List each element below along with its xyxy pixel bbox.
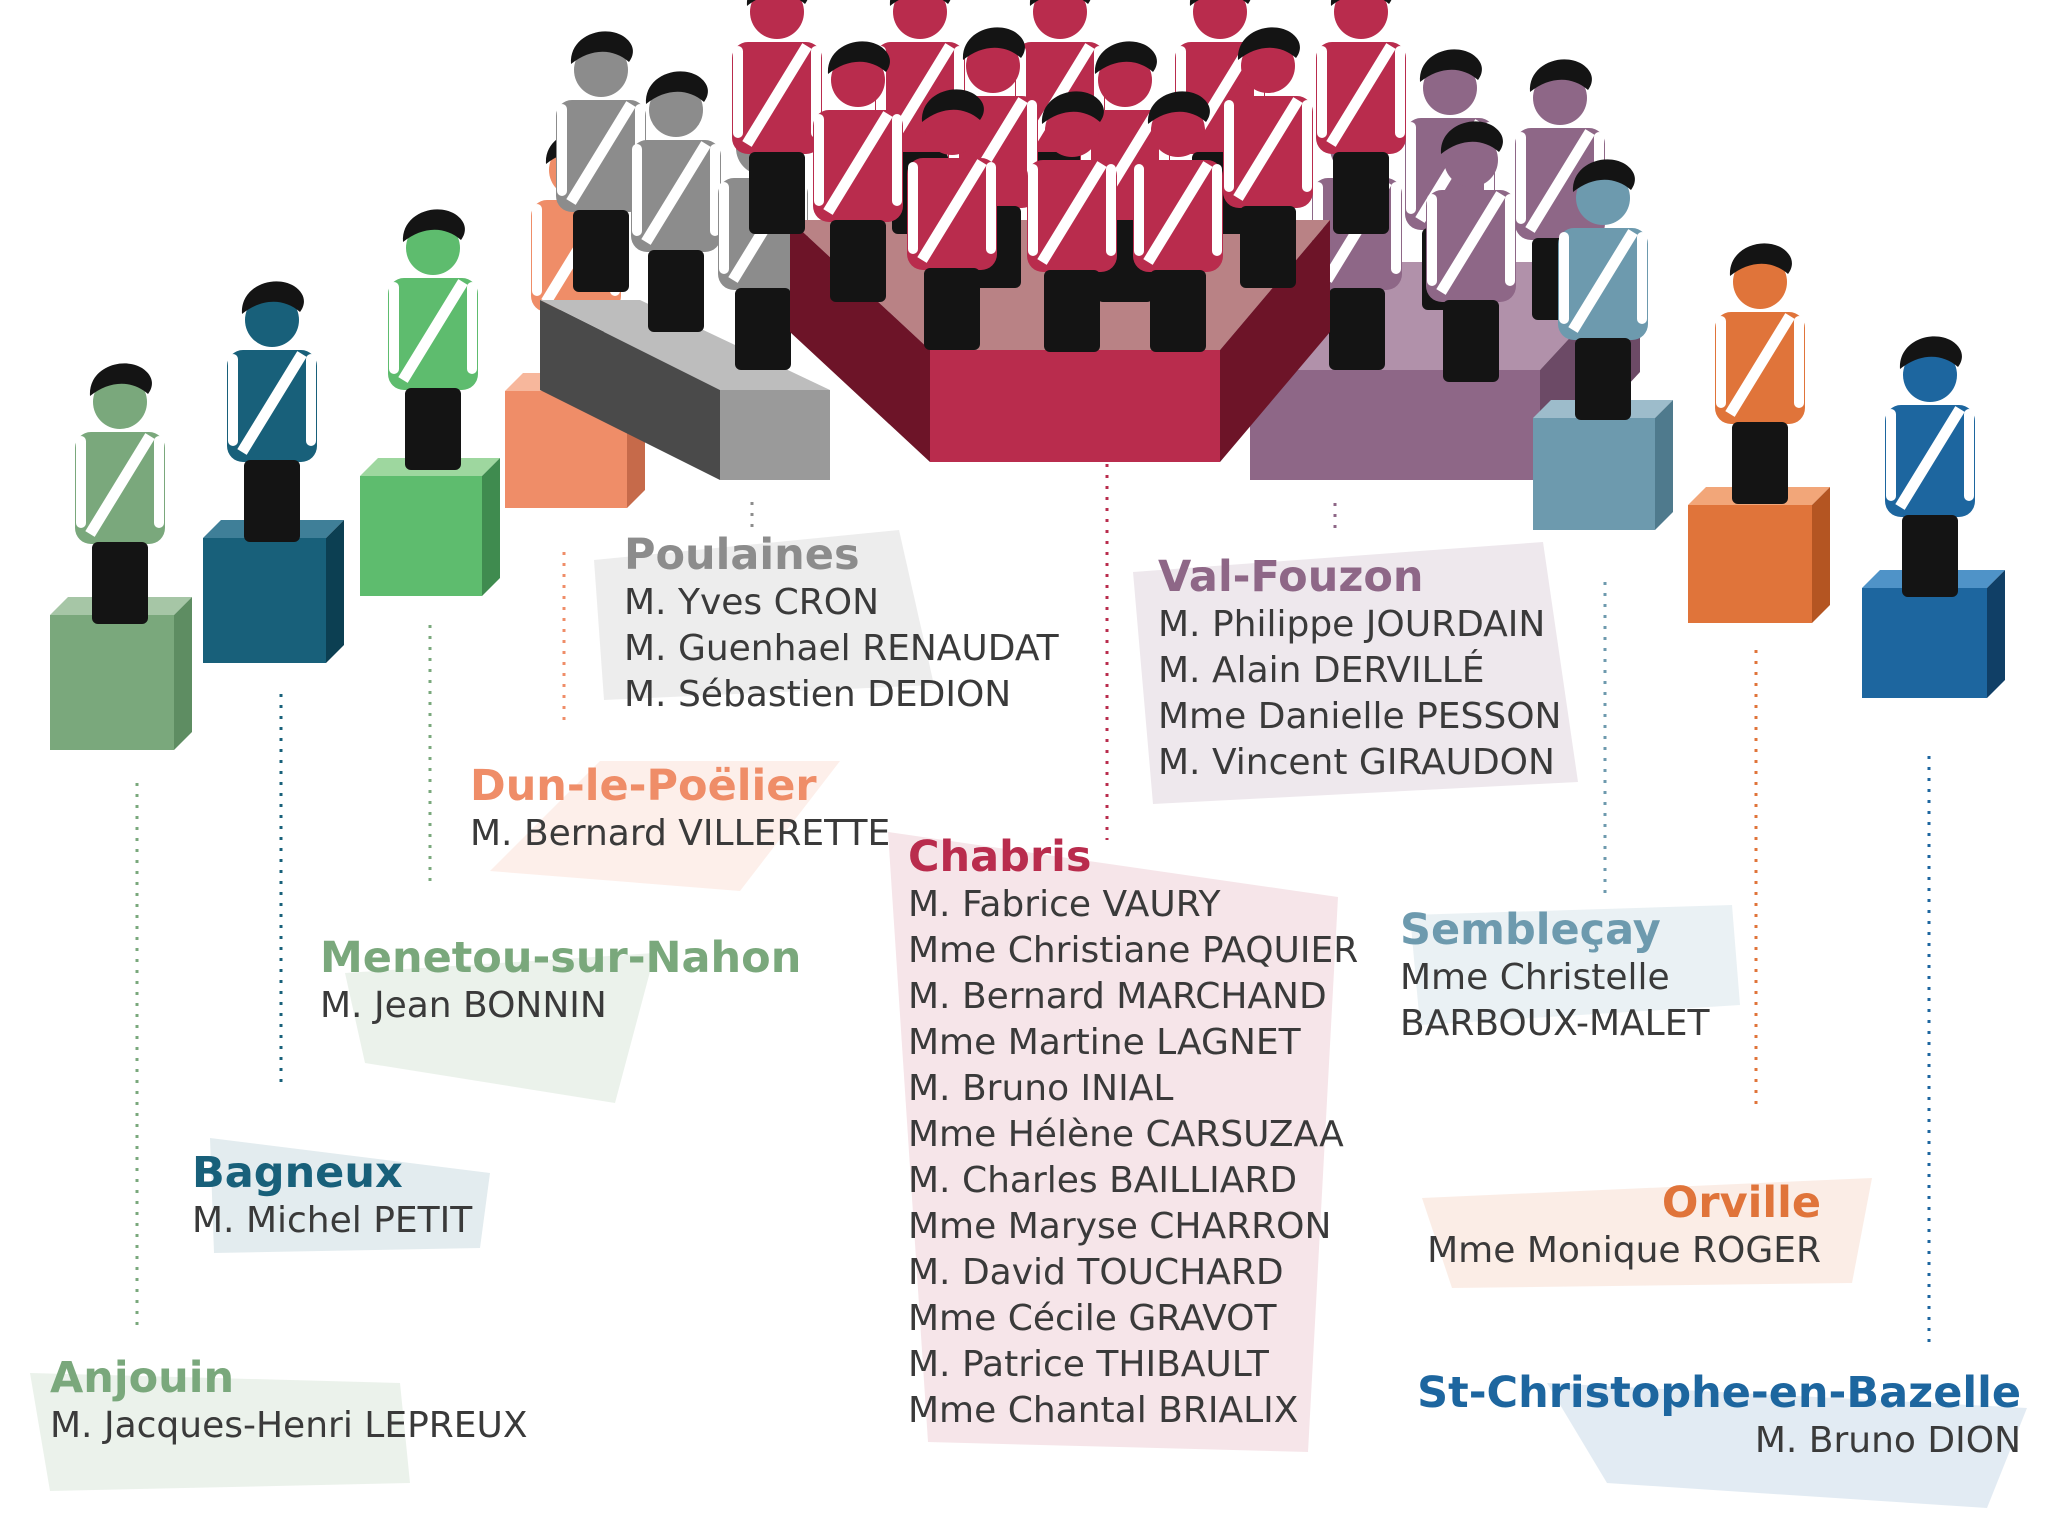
cube-menetou bbox=[360, 209, 500, 596]
group-title: Chabris bbox=[908, 832, 1092, 882]
platform-chabris bbox=[732, 0, 1406, 462]
group-semblecay: Sembleçay Mme Christelle BARBOUX-MALET bbox=[1400, 905, 1740, 1047]
member-name: Mme Maryse CHARRON bbox=[908, 1206, 1332, 1247]
member-name: M. Michel PETIT bbox=[192, 1200, 473, 1241]
group-chabris: Chabris M. Fabrice VAURY Mme Christiane … bbox=[888, 832, 1359, 1452]
label-background bbox=[1133, 542, 1578, 804]
label-background bbox=[1422, 1178, 1873, 1288]
group-poulaines: Poulaines M. Yves CRON M. Guenhael RENAU… bbox=[594, 530, 1059, 718]
cube-orville bbox=[1688, 243, 1830, 623]
member-name: M. Jacques-Henri LEPREUX bbox=[50, 1405, 528, 1446]
group-title: Dun-le-Poëlier bbox=[470, 761, 817, 811]
member-name: M. Fabrice VAURY bbox=[908, 884, 1221, 925]
group-menetou: Menetou-sur-Nahon M. Jean BONNIN bbox=[320, 933, 802, 1103]
label-background bbox=[30, 1373, 410, 1491]
member-name: M. Bernard MARCHAND bbox=[908, 976, 1327, 1017]
member-name: M. Philippe JOURDAIN bbox=[1158, 604, 1546, 645]
group-title: Sembleçay bbox=[1400, 905, 1661, 955]
member-name: M. Bruno DION bbox=[1754, 1420, 2021, 1461]
member-name: M. Alain DERVILLÉ bbox=[1158, 650, 1485, 691]
label-background bbox=[594, 530, 934, 700]
cube-anjouin bbox=[50, 363, 192, 750]
label-background bbox=[490, 761, 840, 891]
member-name: M. Jean BONNIN bbox=[320, 985, 607, 1026]
member-name: M. Sébastien DEDION bbox=[624, 674, 1012, 715]
member-name: M. Bruno INIAL bbox=[908, 1068, 1174, 1109]
cube-bagneux bbox=[203, 281, 344, 663]
leader-lines bbox=[135, 464, 1931, 1345]
group-dun: Dun-le-Poëlier M. Bernard VILLERETTE bbox=[470, 761, 891, 891]
group-title: Orville bbox=[1661, 1178, 1821, 1228]
cube-semblecay bbox=[1533, 159, 1673, 530]
member-name: M. Guenhael RENAUDAT bbox=[624, 628, 1059, 669]
member-name: BARBOUX-MALET bbox=[1400, 1003, 1710, 1044]
label-background bbox=[345, 953, 655, 1103]
group-anjouin: Anjouin M. Jacques-Henri LEPREUX bbox=[30, 1353, 528, 1491]
member-name: Mme Martine LAGNET bbox=[908, 1022, 1301, 1063]
label-background bbox=[1410, 905, 1740, 1025]
member-name: M. David TOUCHARD bbox=[908, 1252, 1284, 1293]
member-name: Mme Hélène CARSUZAA bbox=[908, 1114, 1344, 1155]
member-name: Mme Christiane PAQUIER bbox=[908, 930, 1359, 971]
member-name: Mme Monique ROGER bbox=[1427, 1230, 1821, 1271]
group-bagneux: Bagneux M. Michel PETIT bbox=[192, 1138, 490, 1253]
member-name: Mme Christelle bbox=[1400, 957, 1670, 998]
member-name: Mme Chantal BRIALIX bbox=[908, 1390, 1299, 1431]
cube-stchristophe bbox=[1862, 336, 2005, 698]
group-stchristophe: St-Christophe-en-Bazelle M. Bruno DION bbox=[1417, 1368, 2028, 1508]
member-name: M. Patrice THIBAULT bbox=[908, 1344, 1269, 1385]
group-valfouzon: Val-Fouzon M. Philippe JOURDAIN M. Alain… bbox=[1133, 542, 1578, 804]
member-name: Mme Cécile GRAVOT bbox=[908, 1298, 1277, 1339]
group-orville: Orville Mme Monique ROGER bbox=[1422, 1178, 1873, 1288]
platform-poulaines bbox=[540, 31, 830, 480]
member-name: Mme Danielle PESSON bbox=[1158, 696, 1562, 737]
label-background bbox=[888, 832, 1338, 1452]
group-title: Menetou-sur-Nahon bbox=[320, 933, 802, 983]
group-title: Val-Fouzon bbox=[1158, 552, 1424, 602]
label-background bbox=[210, 1138, 490, 1253]
member-name: M. Vincent GIRAUDON bbox=[1158, 742, 1555, 783]
member-name: M. Charles BAILLIARD bbox=[908, 1160, 1298, 1201]
platform-valfouzon bbox=[1250, 49, 1640, 480]
group-title: St-Christophe-en-Bazelle bbox=[1417, 1368, 2021, 1418]
label-background bbox=[1547, 1383, 2028, 1508]
group-title: Anjouin bbox=[50, 1353, 235, 1403]
member-name: M. Yves CRON bbox=[624, 582, 880, 623]
group-title: Poulaines bbox=[624, 530, 860, 580]
group-title: Bagneux bbox=[192, 1148, 403, 1198]
member-name: M. Bernard VILLERETTE bbox=[470, 813, 891, 854]
